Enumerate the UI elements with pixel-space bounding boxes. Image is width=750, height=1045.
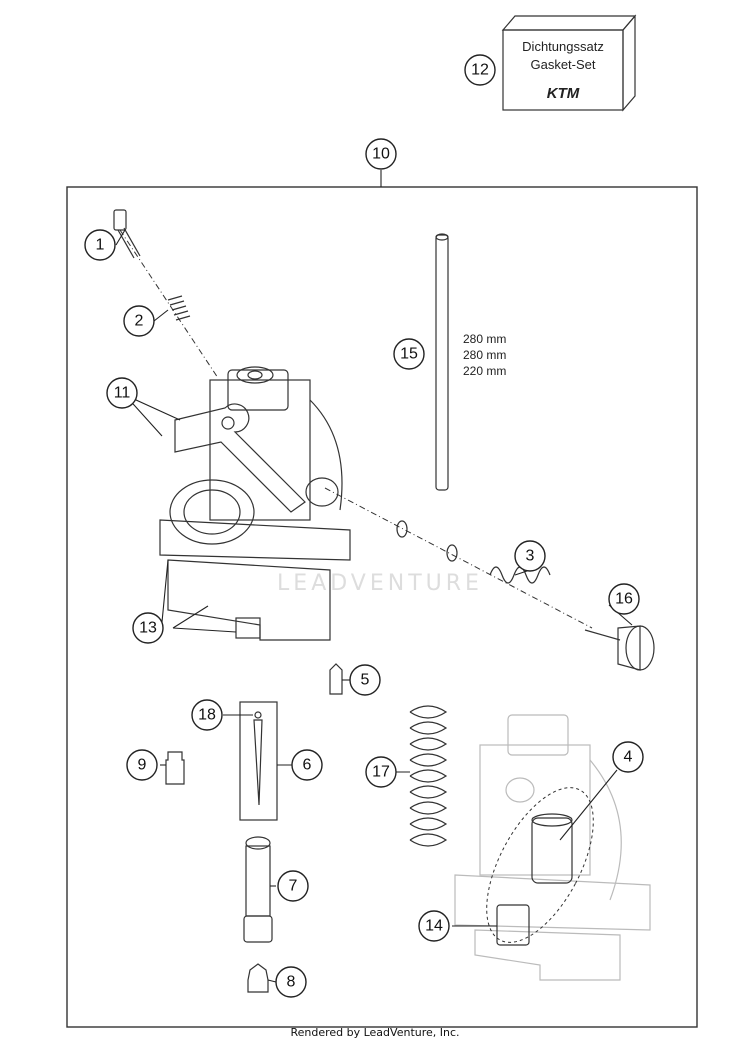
adjusting-screw — [113, 209, 141, 259]
svg-text:1: 1 — [96, 237, 105, 254]
throttle-slide — [531, 817, 573, 884]
render-credit: Rendered by LeadVenture, Inc. — [290, 1026, 460, 1039]
vent-hose — [435, 233, 449, 491]
svg-text:3: 3 — [526, 548, 535, 565]
hose-length-1: 280 mm — [463, 332, 506, 346]
callout-9: 9 — [126, 749, 158, 781]
svg-text:15: 15 — [400, 346, 418, 363]
callout-6: 6 — [291, 749, 323, 781]
callout-12: 12 — [464, 54, 496, 86]
float — [496, 904, 530, 946]
hose-length-3: 220 mm — [463, 364, 506, 378]
small-spring — [167, 295, 191, 321]
jet-needle — [239, 701, 278, 821]
leadventure-watermark: LEADVENTURE — [277, 571, 483, 596]
carburetor-body — [159, 366, 351, 641]
callout-15: 15 — [393, 338, 425, 370]
callout-1: 1 — [84, 229, 116, 261]
svg-text:8: 8 — [287, 974, 296, 991]
gasket-box-line2: Gasket-Set — [530, 57, 595, 72]
callout-10: 10 — [365, 138, 397, 170]
svg-text:12: 12 — [471, 62, 489, 79]
svg-text:7: 7 — [289, 878, 298, 895]
pilot-jet — [247, 963, 269, 993]
svg-text:18: 18 — [198, 707, 216, 724]
callout-7: 7 — [277, 870, 309, 902]
svg-text:2: 2 — [135, 313, 144, 330]
callout-3: 3 — [514, 540, 546, 572]
main-jet — [165, 751, 185, 785]
throttle-spring — [409, 705, 448, 847]
slide-dashed-outline — [486, 787, 594, 943]
hose-length-2: 280 mm — [463, 348, 506, 362]
svg-text:9: 9 — [138, 757, 147, 774]
callout-18: 18 — [191, 699, 223, 731]
svg-text:4: 4 — [624, 749, 633, 766]
svg-text:16: 16 — [615, 591, 633, 608]
callout-14: 14 — [418, 910, 450, 942]
gasket-box-line1: Dichtungssatz — [522, 39, 604, 54]
assembly-frame — [66, 186, 698, 1028]
svg-text:10: 10 — [372, 146, 390, 163]
svg-text:14: 14 — [425, 918, 443, 935]
callout-8: 8 — [275, 966, 307, 998]
callout-2: 2 — [123, 305, 155, 337]
gasket-set-box: Dichtungssatz Gasket-Set KTM — [501, 14, 637, 112]
callout-17: 17 — [365, 756, 397, 788]
svg-text:6: 6 — [303, 757, 312, 774]
svg-text:5: 5 — [361, 672, 370, 689]
needle-jet — [243, 836, 273, 943]
ghost-carburetor — [454, 714, 651, 981]
callout-13: 13 — [132, 612, 164, 644]
svg-text:17: 17 — [372, 764, 390, 781]
callout-16: 16 — [608, 583, 640, 615]
svg-text:11: 11 — [114, 385, 131, 402]
callout-4: 4 — [612, 741, 644, 773]
float-needle — [329, 663, 343, 695]
callout-11: 11 — [106, 377, 138, 409]
callout-5: 5 — [349, 664, 381, 696]
ktm-logo: KTM — [547, 85, 580, 102]
svg-text:13: 13 — [139, 620, 157, 637]
